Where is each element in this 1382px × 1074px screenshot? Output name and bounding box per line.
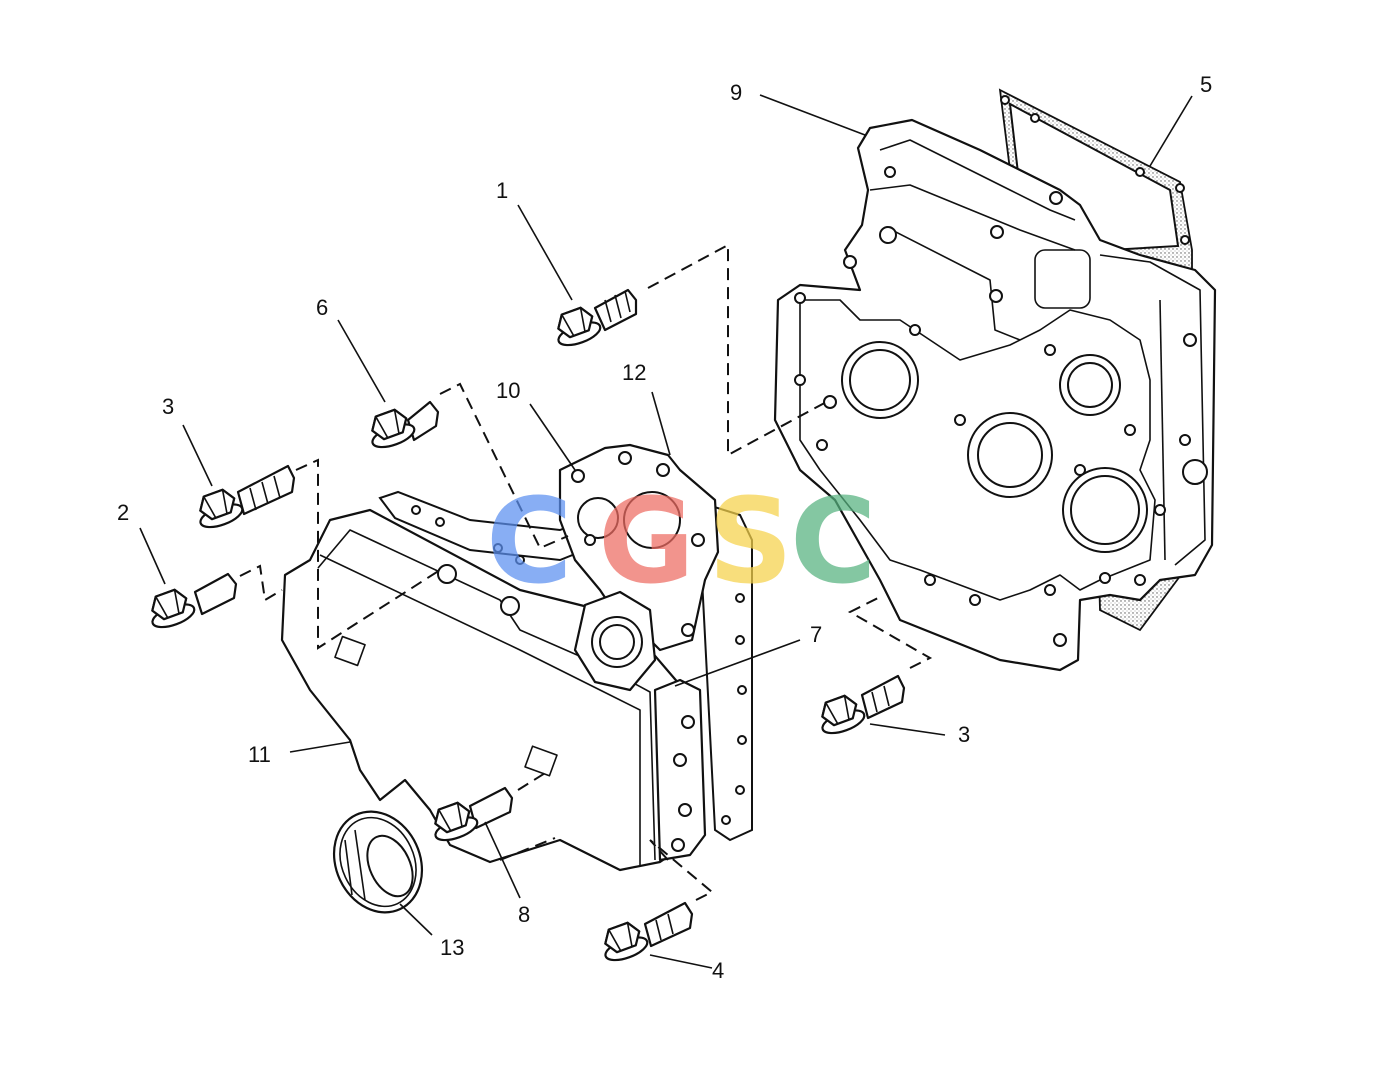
callout-8: 8 [518, 902, 530, 927]
oil-seal [332, 810, 424, 914]
timing-cover [280, 508, 707, 872]
callout-labels: 1 2 3 3 4 5 6 7 8 9 10 11 12 13 [117, 72, 1212, 983]
timing-gear-housing [773, 118, 1217, 672]
callout-4: 4 [712, 958, 724, 983]
front-plate [558, 443, 720, 652]
watermark-letter-g: G [598, 472, 695, 610]
callout-10: 10 [496, 378, 520, 403]
bolt-8 [426, 786, 514, 846]
watermark-letter-s: S [708, 472, 793, 610]
callout-3-right: 3 [958, 722, 970, 747]
callout-7: 7 [810, 622, 822, 647]
callout-2: 2 [117, 500, 129, 525]
callout-6: 6 [316, 295, 328, 320]
callout-13: 13 [440, 935, 464, 960]
bolt-6 [363, 400, 440, 453]
watermark-letter-c1: C [486, 472, 573, 610]
bolt-4 [596, 901, 694, 966]
callout-9: 9 [730, 80, 742, 105]
callout-3-left: 3 [162, 394, 174, 419]
bolt-3-right [813, 674, 906, 739]
callout-12: 12 [622, 360, 646, 385]
watermark-letter-c2: C [790, 472, 877, 610]
callout-1: 1 [496, 178, 508, 203]
assembly-lines [239, 243, 933, 901]
bolt-2 [143, 572, 238, 633]
bolt-1 [549, 288, 638, 351]
watermark-logo: C G S C [486, 472, 877, 610]
callout-11: 11 [248, 742, 271, 767]
bolt-3-left [191, 464, 296, 533]
callout-5: 5 [1200, 72, 1212, 97]
leader-lines [139, 94, 1193, 969]
